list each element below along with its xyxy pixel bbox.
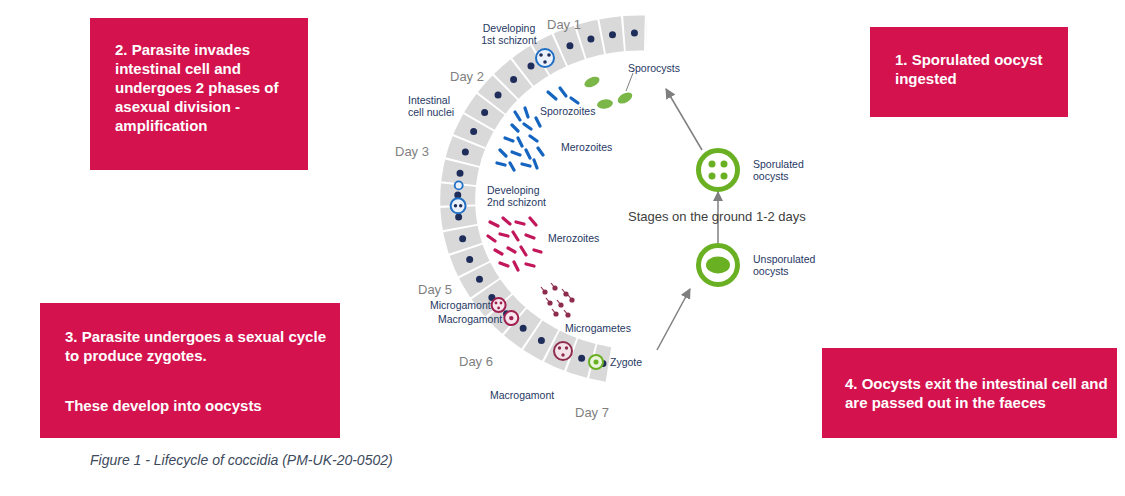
callout-text: 1. Sporulated oocyst ingested — [895, 50, 1050, 88]
oocyst-circle: Unsporulated oocysts — [696, 243, 740, 287]
stage-label: Zygote — [610, 356, 642, 368]
oocyst-outline — [696, 243, 740, 287]
stage-label: Microgamont — [430, 299, 491, 311]
day-label: Day 1 — [547, 17, 581, 32]
day-label: Day 6 — [459, 354, 493, 369]
sporocyst — [583, 75, 601, 90]
stage-label: Intestinal cell nuclei — [408, 94, 464, 118]
stage-label: Developing 2nd schizont — [487, 184, 553, 208]
day-label: Day 7 — [575, 405, 609, 420]
day-label: Day 2 — [450, 69, 484, 84]
intestinal-wall — [458, 33, 647, 365]
macrogamont-cell — [504, 311, 518, 325]
zygote-cell — [589, 355, 603, 369]
oocyst-label: Sporulated oocysts — [753, 158, 815, 182]
schizont-nucleus — [547, 53, 551, 57]
lifecycle-arrow — [717, 192, 719, 243]
sporocyst-dot — [709, 173, 716, 180]
callout-text: 2. Parasite invades intestinal cell and … — [115, 40, 295, 135]
ingestion-arrow — [666, 89, 702, 150]
callout-box: 2. Parasite invades intestinal cell and … — [90, 18, 308, 170]
macrogamont-dot — [509, 316, 513, 320]
stage-label: Merozoites — [561, 141, 612, 153]
gamont-cell — [554, 342, 572, 360]
figure-caption: Figure 1 - Lifecycle of coccidia (PM-UK-… — [90, 452, 393, 469]
microgamete — [552, 285, 557, 290]
oocyst-wall — [699, 246, 738, 285]
schizont-nucleus — [459, 204, 462, 207]
callout-text: 3. Parasite undergoes a sexual cycle to … — [65, 327, 330, 365]
sporozoites — [548, 88, 578, 103]
callout-box: 1. Sporulated oocyst ingested — [870, 27, 1068, 117]
sporocyst-dot — [721, 161, 728, 168]
first-schizont — [536, 49, 554, 67]
microgamont-dot — [497, 307, 500, 310]
schizont-nucleus — [454, 204, 457, 207]
microgamete — [563, 291, 568, 296]
gamont-dot — [565, 346, 568, 349]
gamont-dot — [561, 353, 564, 356]
sporocyst — [616, 90, 634, 106]
callout-box: 3. Parasite undergoes a sexual cycle to … — [40, 303, 340, 438]
microgamete — [558, 302, 563, 307]
leader-line — [626, 73, 633, 91]
stage-label: Macrogamont — [438, 313, 502, 325]
oocyst-wall — [699, 151, 738, 190]
second-merozoites — [488, 218, 541, 270]
microgamete — [553, 311, 558, 316]
stage-label: Sporozoites — [540, 105, 595, 117]
second-schizont — [451, 198, 466, 213]
microgamont-dot — [495, 302, 498, 305]
cell-borders — [458, 33, 647, 365]
edge-label: Stages on the ground 1-2 days — [628, 209, 806, 224]
zygote-arrow — [657, 289, 690, 350]
gamont-dot — [558, 346, 561, 349]
callout-text: 4. Oocysts exit the intestinal cell and … — [845, 374, 1110, 412]
microgametes — [542, 285, 574, 317]
schizont-nucleus — [543, 60, 547, 64]
stage-label: Macrogamont — [490, 389, 554, 401]
stage-label: Microgametes — [565, 322, 631, 334]
sporocyst — [596, 98, 613, 110]
microgamete — [542, 289, 547, 294]
day-label: Day 3 — [395, 144, 429, 159]
oocyst-label: Unsporulated oocysts — [753, 253, 827, 277]
stage-label: Sporocysts — [628, 62, 680, 74]
oocyst-outline — [696, 148, 740, 192]
microgamete-tails — [541, 283, 572, 315]
microgamont-cell — [492, 298, 506, 312]
zygote-dot — [594, 360, 599, 365]
sporocyst-dot — [721, 173, 728, 180]
sporocyst-dot — [709, 161, 716, 168]
day-label: Day 5 — [418, 282, 452, 297]
microgamete — [569, 297, 574, 302]
microgamete — [547, 300, 552, 305]
oocyst-content — [706, 257, 730, 274]
stage-label: Merozoites — [548, 232, 599, 244]
stage-label: Developing 1st schizont — [478, 22, 540, 46]
microgamete — [565, 312, 570, 317]
microgamont-dot — [500, 302, 503, 305]
cell-nuclei — [458, 33, 647, 365]
schizont-nucleus — [539, 53, 543, 57]
first-merozoites — [497, 108, 543, 170]
oocyst-circle: Sporulated oocysts — [696, 148, 740, 192]
callout-box: 4. Oocysts exit the intestinal cell and … — [822, 348, 1117, 438]
callout-note: These develop into oocysts — [65, 396, 330, 415]
second-schizont-small — [455, 181, 463, 189]
